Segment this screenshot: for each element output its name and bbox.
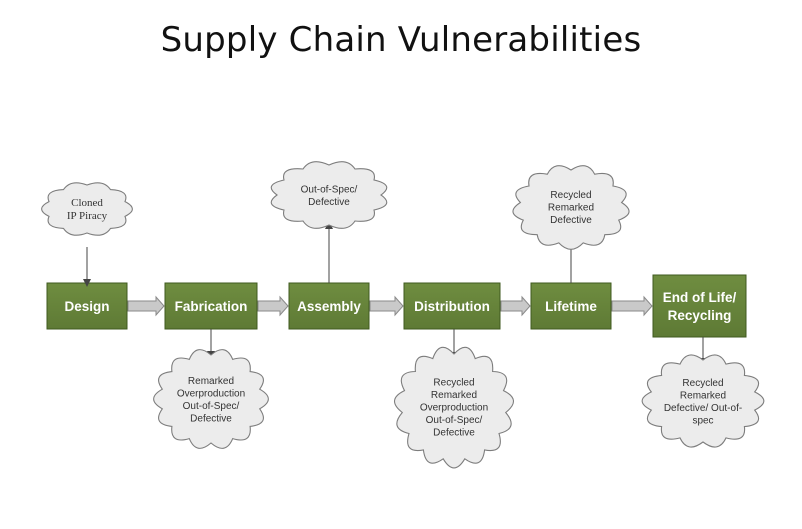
cloud-label: Defective bbox=[433, 428, 475, 439]
stage-design: Design bbox=[46, 282, 128, 330]
stage-label: Distribution bbox=[414, 299, 490, 314]
cloud-label: Recycled bbox=[682, 378, 723, 389]
cloud-label: Remarked bbox=[548, 203, 594, 214]
cloud-label: Defective bbox=[550, 215, 592, 226]
stage-label: Assembly bbox=[297, 299, 361, 314]
cloud-label: Out-of-Spec/ bbox=[183, 401, 240, 412]
cloud-shape bbox=[394, 346, 514, 469]
stage-assembly: Assembly bbox=[288, 282, 370, 330]
cloud-shape bbox=[512, 165, 630, 250]
stage-end-of-life: End of Life/Recycling bbox=[652, 274, 747, 338]
stage-lifetime: Lifetime bbox=[530, 282, 612, 330]
cloud-label: Overproduction bbox=[420, 403, 488, 414]
stage-distribution: Distribution bbox=[403, 282, 501, 330]
cloud-distribution: RecycledRemarkedOverproductionOut-of-Spe… bbox=[394, 329, 514, 469]
flow-arrow bbox=[257, 295, 289, 317]
cloud-label: Recycled bbox=[550, 190, 591, 201]
stage-label: End of Life/ bbox=[663, 290, 737, 305]
cloud-label: Out-of-Spec/ bbox=[426, 415, 483, 426]
flow-arrows bbox=[127, 295, 653, 317]
cloud-label: Cloned bbox=[71, 197, 103, 209]
cloud-label: Overproduction bbox=[177, 388, 245, 399]
stage-label: Fabrication bbox=[175, 299, 248, 314]
cloud-shape bbox=[641, 354, 765, 448]
stage-label: Lifetime bbox=[545, 299, 597, 314]
cloud-label: IP Piracy bbox=[67, 210, 108, 222]
stage-label: Recycling bbox=[668, 308, 732, 323]
cloud-shape bbox=[270, 161, 388, 229]
cloud-assembly: Out-of-Spec/Defective bbox=[270, 161, 388, 283]
cloud-label: Defective/ Out-of- bbox=[664, 403, 742, 414]
cloud-label: spec bbox=[692, 415, 713, 426]
cloud-label: Out-of-Spec/ bbox=[301, 184, 358, 195]
stage-box bbox=[164, 282, 258, 330]
flow-arrow bbox=[500, 295, 531, 317]
stage-box bbox=[530, 282, 612, 330]
flow-arrow bbox=[369, 295, 404, 317]
stage-box bbox=[403, 282, 501, 330]
cloud-label: Remarked bbox=[680, 390, 726, 401]
cloud-label: Defective bbox=[190, 413, 232, 424]
stage-box bbox=[652, 274, 747, 338]
cloud-label: Remarked bbox=[431, 390, 477, 401]
cloud-label: Defective bbox=[308, 197, 350, 208]
cloud-shape bbox=[153, 349, 269, 449]
slide-title: Supply Chain Vulnerabilities bbox=[160, 20, 642, 60]
flow-arrow bbox=[127, 295, 165, 317]
stage-fabrication: Fabrication bbox=[164, 282, 258, 330]
cloud-label: Remarked bbox=[188, 376, 234, 387]
cloud-fabrication: RemarkedOverproductionOut-of-Spec/Defect… bbox=[153, 329, 269, 449]
flow-arrow bbox=[611, 295, 653, 317]
cloud-label: Recycled bbox=[433, 378, 474, 389]
stage-label: Design bbox=[64, 299, 109, 314]
cloud-shape bbox=[41, 182, 133, 236]
